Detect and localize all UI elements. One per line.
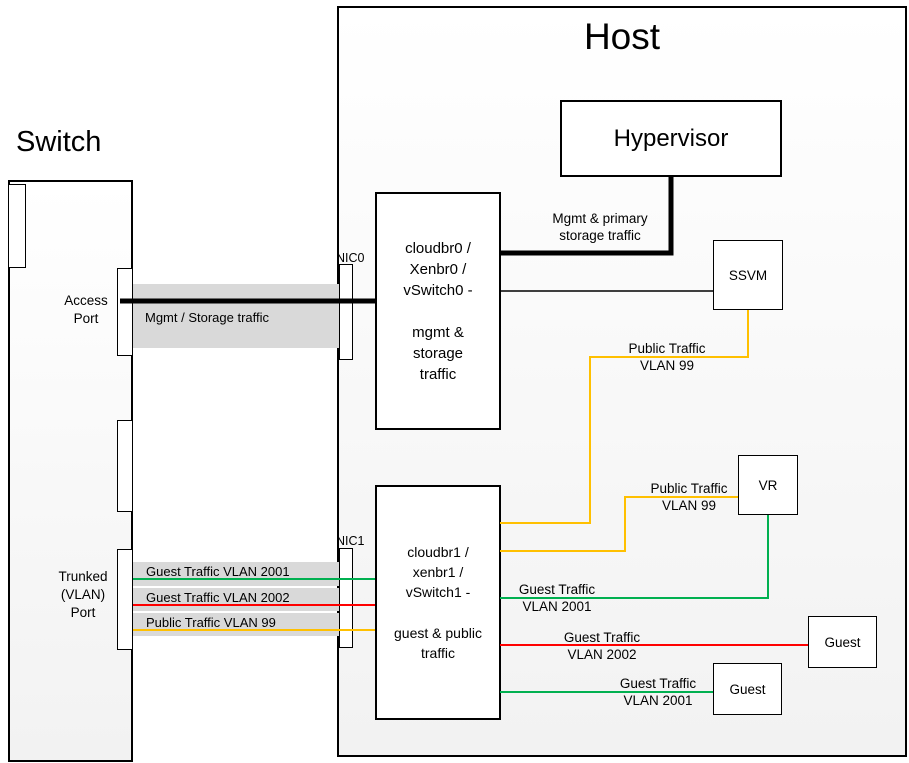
- public-vlan99-upper-label: Public Traffic VLAN 99: [628, 341, 706, 373]
- mgmt-band-label: Mgmt / Storage traffic: [145, 310, 270, 325]
- nic1-rect: [339, 548, 353, 648]
- ssvm-label: SSVM: [728, 267, 768, 283]
- hypervisor-box: Hypervisor: [560, 100, 782, 177]
- public-vlan99-lower-label: Public Traffic VLAN 99: [650, 481, 728, 513]
- switch-box: [8, 180, 133, 762]
- cloudbr0-box: cloudbr0 / Xenbr0 / vSwitch0 - mgmt & st…: [375, 192, 501, 430]
- mgmt-traffic-band: [133, 284, 348, 348]
- cloudbr1-role: guest & public traffic: [394, 625, 482, 661]
- access-port-rect: [117, 268, 133, 356]
- vlan2002-band-label: Guest Traffic VLAN 2002: [146, 590, 290, 605]
- cloudbr1-box: cloudbr1 / xenbr1 / vSwitch1 - guest & p…: [375, 485, 501, 720]
- vr-box: VR: [738, 455, 798, 515]
- ssvm-box: SSVM: [713, 240, 783, 310]
- vr-label: VR: [758, 477, 778, 493]
- guest1-label: Guest: [824, 634, 861, 650]
- nic1-label: NIC1: [336, 534, 365, 548]
- hypervisor-label: Hypervisor: [613, 124, 729, 152]
- trunk-port-label: Trunked (VLAN) Port: [58, 569, 108, 620]
- guest2-label: Guest: [729, 681, 766, 697]
- guest-vlan2002-label: Guest Traffic VLAN 2002: [563, 630, 641, 662]
- guest-vlan2001-mid-label: Guest Traffic VLAN 2001: [518, 582, 596, 614]
- vlan99-band-label: Public Traffic VLAN 99: [146, 615, 276, 630]
- trunk-port-rect: [117, 549, 133, 650]
- guest2-box: Guest: [713, 663, 782, 715]
- switch-module-rect: [8, 184, 26, 268]
- vlan2001-band: [133, 562, 348, 586]
- switch-title: Switch: [16, 126, 102, 158]
- guest-vlan2001-bottom-label: Guest Traffic VLAN 2001: [619, 676, 697, 708]
- guest1-box: Guest: [808, 616, 877, 668]
- access-port-label: Access Port: [64, 293, 108, 326]
- vlan2001-band-label: Guest Traffic VLAN 2001: [146, 564, 290, 579]
- cloudbr1-names: cloudbr1 / xenbr1 / vSwitch1 -: [405, 544, 471, 600]
- cloudbr0-names: cloudbr0 / Xenbr0 / vSwitch0 -: [403, 239, 473, 299]
- host-title: Host: [583, 16, 661, 57]
- nic0-rect: [339, 264, 353, 360]
- mgmt-primary-storage-label: Mgmt & primary storage traffic: [552, 211, 648, 243]
- unused-port-rect: [117, 420, 133, 512]
- nic0-label: NIC0: [336, 251, 365, 265]
- cloudbr0-role: mgmt & storage traffic: [412, 323, 464, 383]
